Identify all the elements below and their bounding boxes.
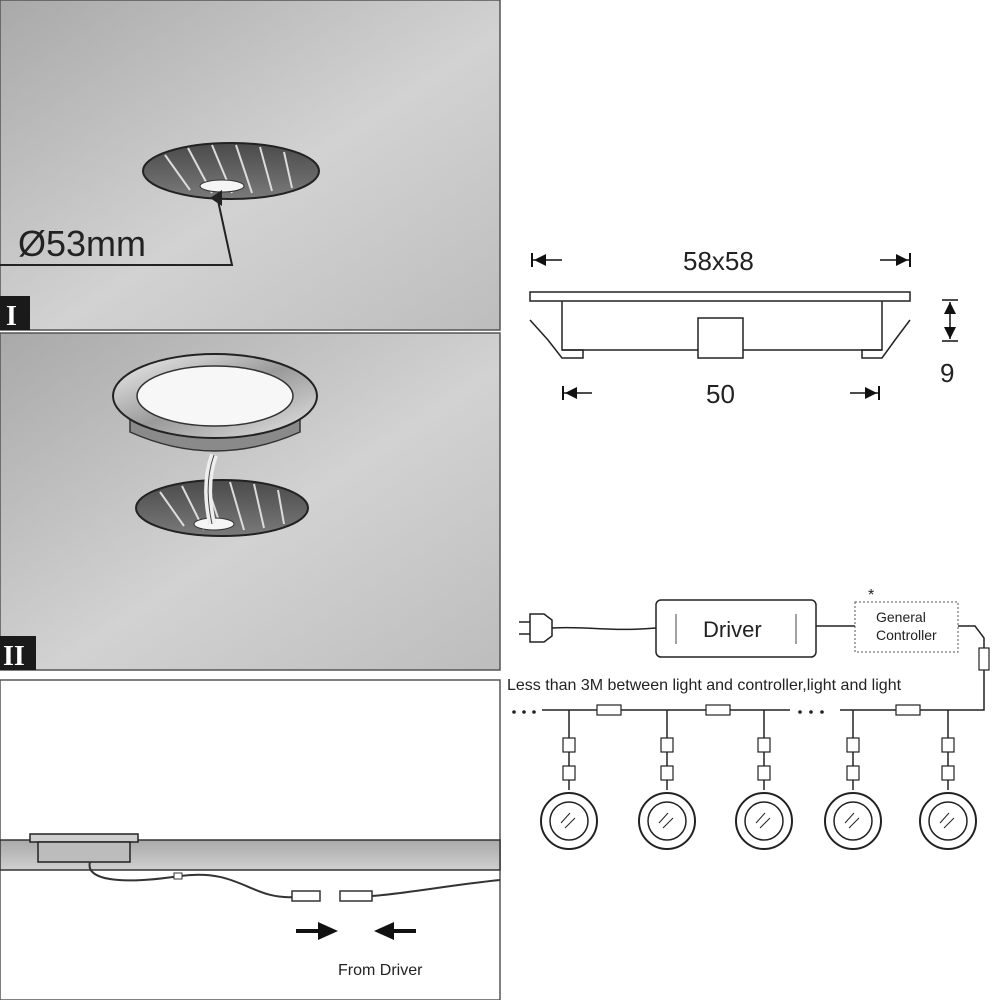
step1-badge	[0, 296, 30, 330]
pointer-arrowhead	[210, 190, 222, 206]
driver-wire	[371, 879, 501, 897]
arrow-right-icon	[296, 922, 338, 940]
downlight-lamp	[112, 353, 318, 452]
step1-panel: Ø53mm I	[0, 0, 501, 332]
step1-badge-text: I	[6, 301, 17, 332]
cable-length-note: Less than 3M between light and controlle…	[507, 677, 902, 694]
light-4	[824, 792, 882, 850]
downlight-icon	[540, 792, 977, 850]
controller-marker: *	[868, 587, 874, 604]
step2-badge-text: II	[3, 641, 25, 672]
plug-icon	[519, 613, 657, 643]
male-connector	[291, 890, 321, 902]
from-driver-caption: From Driver	[338, 962, 423, 979]
light-3	[735, 792, 793, 850]
dimension-markers	[531, 253, 958, 400]
driver-label: Driver	[703, 617, 762, 642]
mounting-hole-lower	[135, 479, 309, 537]
step3-panel: From Driver	[0, 679, 501, 1000]
controller-label-line2: Controller	[876, 627, 937, 643]
step2-badge	[0, 636, 36, 670]
bus-dots-left	[512, 710, 536, 714]
lamp-flange	[29, 833, 139, 843]
general-controller-box	[854, 601, 959, 653]
step2-panel: II	[0, 332, 501, 672]
controller-label-line1: General	[876, 609, 926, 625]
wiring-diagram: Driver * General Controller Less than 3M…	[507, 587, 990, 850]
driver-box	[655, 599, 817, 658]
controller-output-cable	[950, 625, 985, 711]
lamp-body	[37, 841, 131, 863]
arrow-left-icon	[374, 922, 416, 940]
inline-connectors	[596, 704, 921, 716]
light-1	[540, 792, 598, 850]
top-width-label: 58x58	[683, 246, 754, 276]
drop-connectors	[562, 737, 955, 781]
bottom-width-label: 50	[706, 379, 735, 409]
light-5	[919, 792, 977, 850]
hole-diameter-label: Ø53mm	[18, 223, 146, 264]
mounting-hole	[142, 142, 320, 200]
bus-dots-middle	[798, 710, 824, 714]
light-2	[638, 792, 696, 850]
pointer-line	[0, 195, 234, 266]
female-connector	[339, 890, 373, 902]
height-label: 9	[940, 358, 954, 388]
dimension-drawing	[529, 291, 911, 359]
